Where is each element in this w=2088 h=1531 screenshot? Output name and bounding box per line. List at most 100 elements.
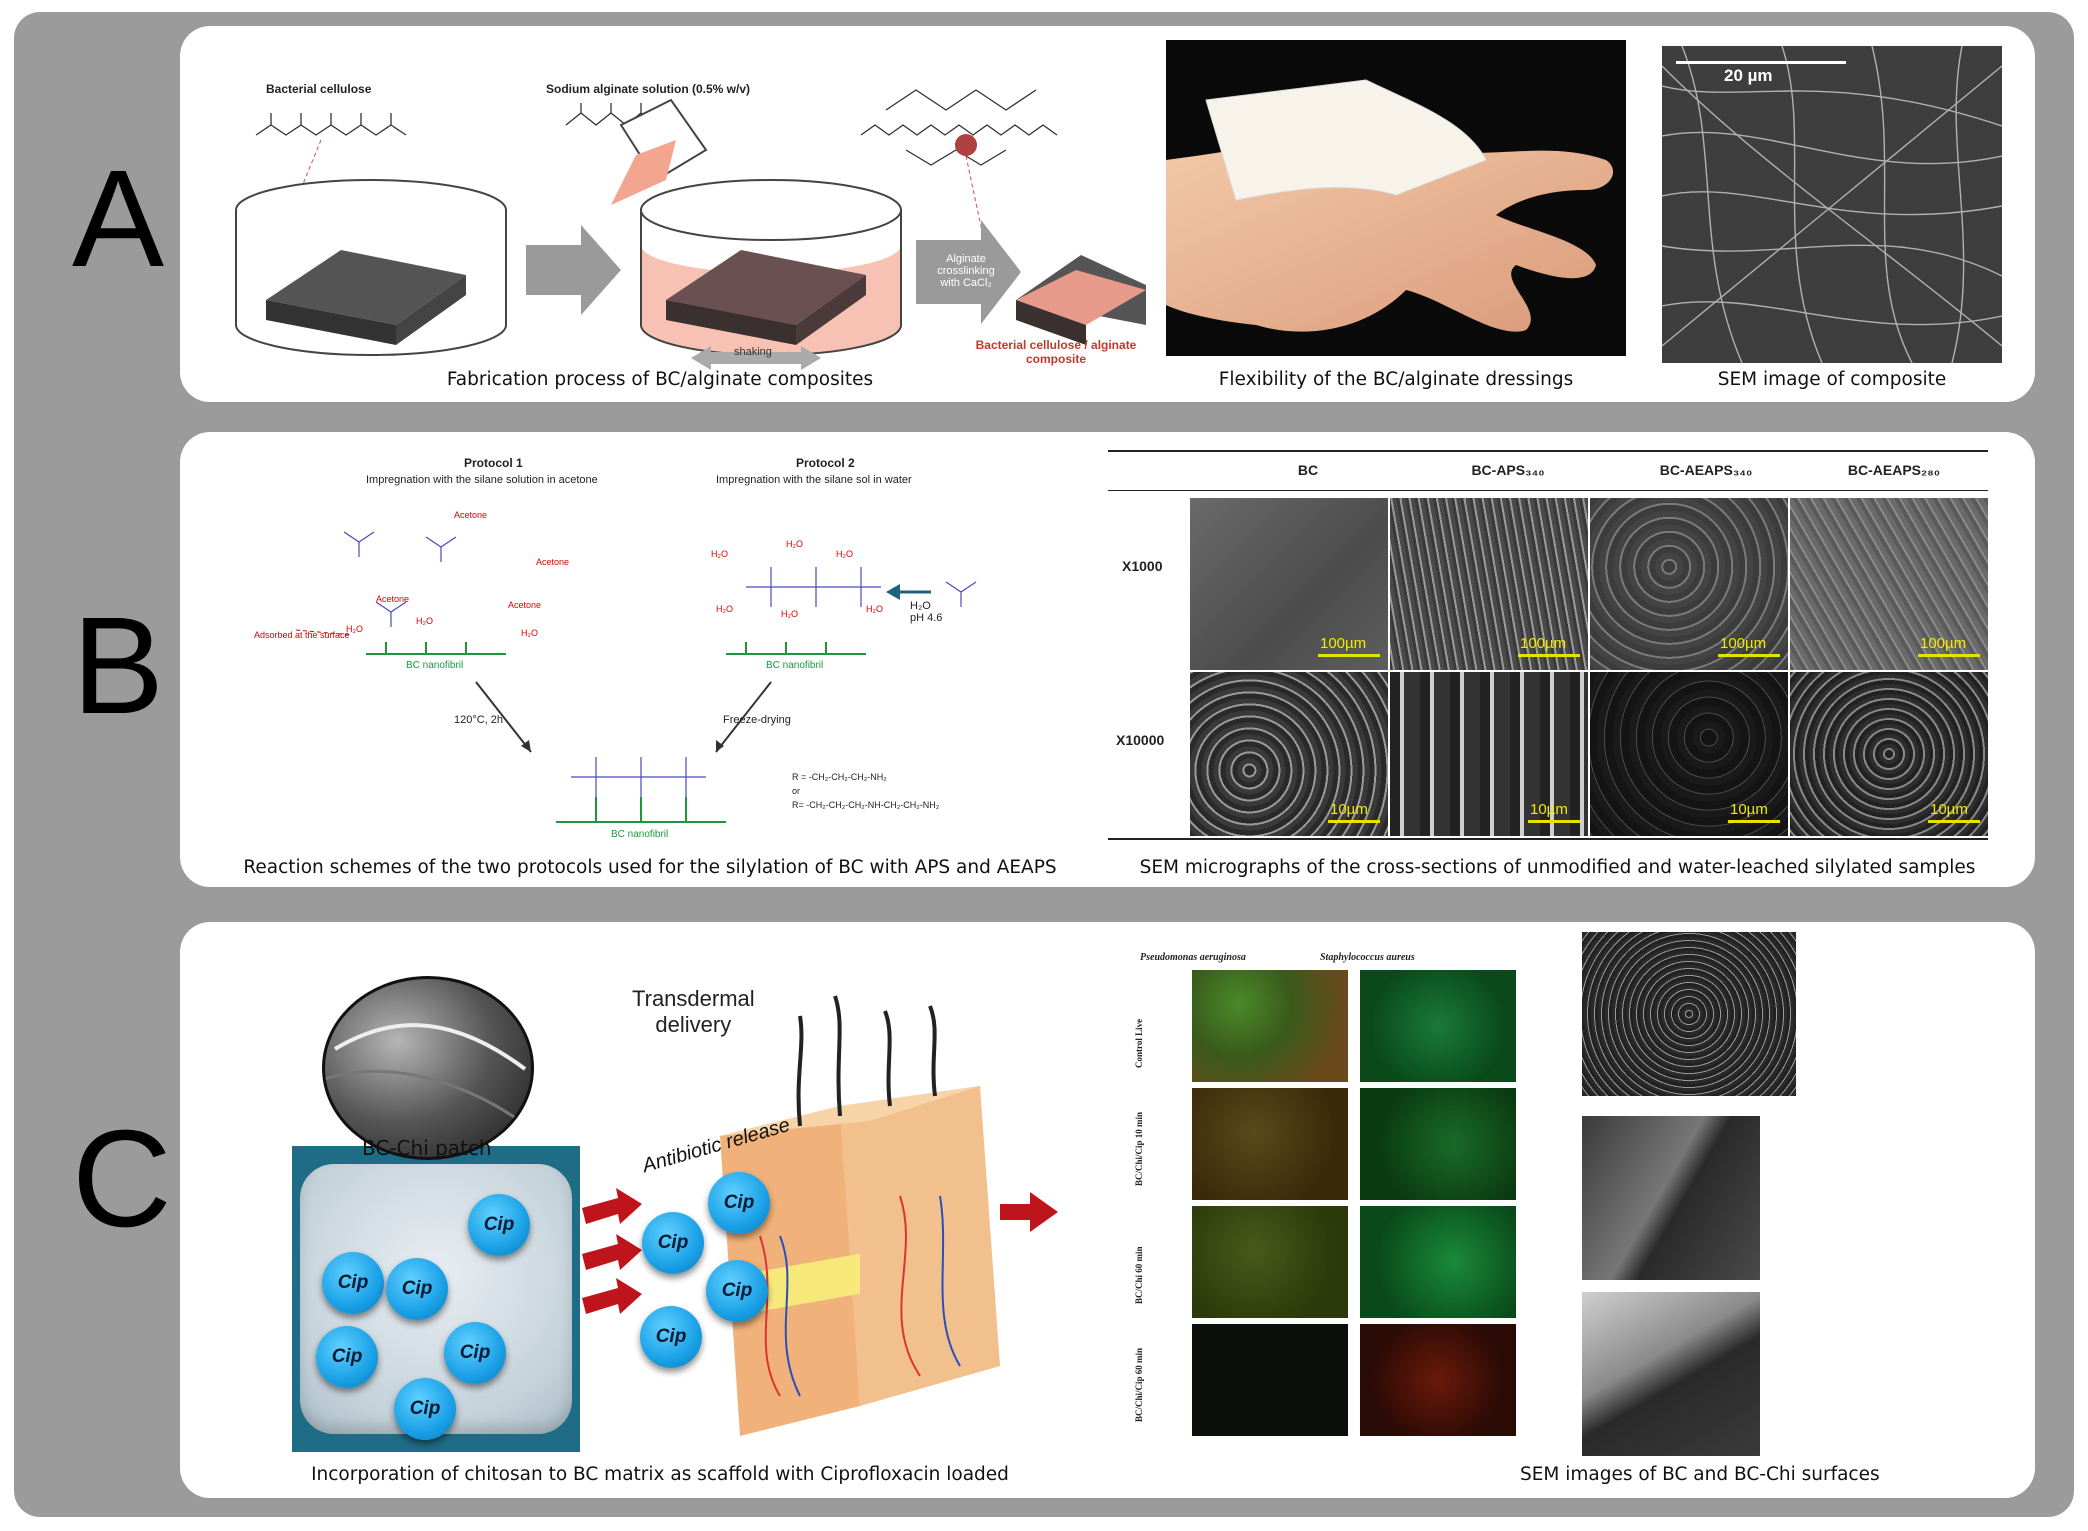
sem-bc-aps340-x10000: 10µm bbox=[1390, 672, 1588, 836]
h2o-ph-label: H₂O pH 4.6 bbox=[910, 600, 943, 624]
panel-a: Bacterial cellulose Sodium alginate solu… bbox=[180, 26, 2035, 402]
svg-text:H₂O: H₂O bbox=[521, 628, 538, 638]
scale-bar bbox=[1728, 820, 1780, 823]
scale-bar bbox=[1928, 820, 1980, 823]
scale-label: 100µm bbox=[1520, 635, 1567, 652]
micro-pa-chi60 bbox=[1192, 1206, 1348, 1318]
sem-bc-x10000: 10µm bbox=[1190, 672, 1388, 836]
r-definition-2: R= -CH₂-CH₂-CH₂-NH-CH₂-CH₂-NH₂ bbox=[792, 800, 940, 810]
micro-sa-chi60 bbox=[1360, 1206, 1516, 1318]
red-arrow-icon bbox=[1000, 1192, 1058, 1232]
sem-bc-surface bbox=[1582, 932, 1796, 1096]
scale-label: 10µm bbox=[1930, 801, 1968, 818]
protocol1-desc: Impregnation with the silane solution in… bbox=[366, 474, 598, 486]
fabrication-drawing bbox=[235, 89, 1146, 370]
sem-bc-x1000: 100µm bbox=[1190, 498, 1388, 670]
sem-bc-aeaps280-x1000: 100µm bbox=[1790, 498, 1988, 670]
scale-bar bbox=[1918, 654, 1980, 657]
transdermal-label: Transdermal delivery bbox=[632, 986, 755, 1037]
antibiotic-label: Antibiotic release bbox=[640, 1114, 793, 1178]
condition-freeze-drying: Freeze-drying bbox=[723, 714, 791, 726]
svg-text:H₂O: H₂O bbox=[711, 549, 728, 559]
svg-text:H₂O: H₂O bbox=[416, 616, 433, 626]
caption-reaction-scheme: Reaction schemes of the two protocols us… bbox=[243, 857, 1057, 878]
col-header-bc-aeaps280: BC-AEAPS₂₈₀ bbox=[1847, 462, 1941, 478]
micro-pa-cip60 bbox=[1192, 1324, 1348, 1436]
sem-zoom-texture bbox=[325, 1023, 531, 1131]
cip-drug-8: Cip bbox=[708, 1172, 770, 1234]
sem-table: BC BC-APS₃₄₀ BC-AEAPS₃₄₀ BC-AEAPS₂₈₀ X10… bbox=[1108, 450, 2008, 840]
label-sodium-alginate: Sodium alginate solution (0.5% w/v) bbox=[546, 82, 751, 96]
patch-label: BC-Chi patch bbox=[362, 1136, 492, 1160]
cip-drug-5: Cip bbox=[444, 1322, 506, 1384]
scale-label: 10µm bbox=[1730, 801, 1768, 818]
scale-bar bbox=[1718, 654, 1780, 657]
hand-photo bbox=[1166, 40, 1626, 356]
sem-bc-aps340-x1000: 100µm bbox=[1390, 498, 1588, 670]
row-header-x10000: X10000 bbox=[1116, 732, 1165, 748]
r-definition-1: R = -CH₂-CH₂-CH₂-NH₂ bbox=[792, 772, 887, 782]
cip-drug-2: Cip bbox=[322, 1252, 384, 1314]
label-shaking: shaking bbox=[734, 346, 772, 358]
scale-bar bbox=[1328, 820, 1380, 823]
r-or: or bbox=[792, 786, 801, 796]
cip-drug-3: Cip bbox=[386, 1258, 448, 1320]
table-header-rule bbox=[1108, 490, 1988, 491]
panel-letter-a: A bbox=[72, 142, 165, 296]
col-header-bc-aps340: BC-APS₃₄₀ bbox=[1471, 462, 1545, 478]
scale-bar bbox=[1318, 654, 1380, 657]
species-staphylococcus: Staphylococcus aureus bbox=[1320, 952, 1415, 963]
svg-text:H₂O: H₂O bbox=[836, 549, 853, 559]
row-header-x1000: X1000 bbox=[1122, 558, 1163, 574]
table-top-rule bbox=[1108, 450, 1988, 452]
svg-text:H₂O: H₂O bbox=[786, 539, 803, 549]
table-bottom-rule bbox=[1108, 838, 1988, 840]
sem-bc-chi-surface-2 bbox=[1582, 1292, 1760, 1456]
row-label-chi60: BC/Chi 60 min bbox=[1134, 1246, 1144, 1304]
fabrication-scheme: Bacterial cellulose Sodium alginate solu… bbox=[226, 40, 1146, 370]
caption-patch: Incorporation of chitosan to BC matrix a… bbox=[311, 1464, 1009, 1485]
scale-bar bbox=[1518, 654, 1580, 657]
cip-drug-4: Cip bbox=[316, 1326, 378, 1388]
row-label-cip10: BC/Chi/Cip 10 min bbox=[1134, 1111, 1144, 1186]
acetone-2: Acetone bbox=[536, 557, 570, 567]
scale-label: 100µm bbox=[1320, 635, 1367, 652]
scale-arrow bbox=[1676, 61, 1846, 64]
caption-flexibility: Flexibility of the BC/alginate dressings bbox=[1218, 369, 1574, 390]
sem-bc-aeaps280-x10000: 10µm bbox=[1790, 672, 1988, 836]
adsorbed-label: Adsorbed at the surface bbox=[254, 630, 350, 640]
microscopy-panel: Pseudomonas aeruginosa Staphylococcus au… bbox=[1080, 936, 1516, 1466]
acetone-3: Acetone bbox=[376, 594, 410, 604]
micro-sa-control bbox=[1360, 970, 1516, 1082]
scale-label: 10µm bbox=[1330, 801, 1368, 818]
sem-bc-aeaps340-x10000: 10µm bbox=[1590, 672, 1788, 836]
acetone-1: Acetone bbox=[454, 510, 488, 520]
protocol2-desc: Impregnation with the silane sol in wate… bbox=[716, 474, 912, 486]
svg-text:H₂O: H₂O bbox=[716, 604, 733, 614]
scale-bar bbox=[1528, 820, 1580, 823]
row-label-cip60: BC/Chi/Cip 60 min bbox=[1134, 1347, 1144, 1422]
sem-texture bbox=[1662, 46, 2002, 363]
species-pseudomonas: Pseudomonas aeruginosa bbox=[1140, 952, 1246, 963]
sem-bc-aeaps340-x1000: 100µm bbox=[1590, 498, 1788, 670]
scale-label: 100µm bbox=[1920, 635, 1967, 652]
panel-letter-c: C bbox=[72, 1102, 172, 1256]
cip-drug-7: Cip bbox=[642, 1212, 704, 1274]
caption-sem-surfaces: SEM images of BC and BC-Chi surfaces bbox=[1520, 1464, 1880, 1485]
sem-zoom-circle bbox=[322, 976, 534, 1160]
svg-text:H₂O: H₂O bbox=[346, 624, 363, 634]
scale-label: 100µm bbox=[1720, 635, 1767, 652]
label-crosslinking: Alginate crosslinking with CaCl₂ bbox=[937, 253, 995, 289]
caption-sem-micrographs: SEM micrographs of the cross-sections of… bbox=[1139, 857, 1976, 878]
patch-illustration: BC-Chi patch Cip Cip Cip Cip Cip Cip bbox=[280, 936, 1100, 1466]
cip-drug-1: Cip bbox=[468, 1194, 530, 1256]
col-header-bc-aeaps340: BC-AEAPS₃₄₀ bbox=[1659, 462, 1753, 478]
scheme-drawing: BC nanofibril BC nanofibril BC nanofibri… bbox=[295, 531, 977, 840]
label-bacterial-cellulose: Bacterial cellulose bbox=[266, 82, 372, 96]
panel-c: BC-Chi patch Cip Cip Cip Cip Cip Cip bbox=[180, 922, 2035, 1498]
caption-fabrication: Fabrication process of BC/alginate compo… bbox=[446, 369, 874, 390]
row-label-control: Control Live bbox=[1134, 1018, 1144, 1068]
svg-text:BC nanofibril: BC nanofibril bbox=[406, 660, 463, 671]
sem-bc-chi-surface-1 bbox=[1582, 1116, 1760, 1280]
protocol2-title: Protocol 2 bbox=[796, 456, 855, 470]
